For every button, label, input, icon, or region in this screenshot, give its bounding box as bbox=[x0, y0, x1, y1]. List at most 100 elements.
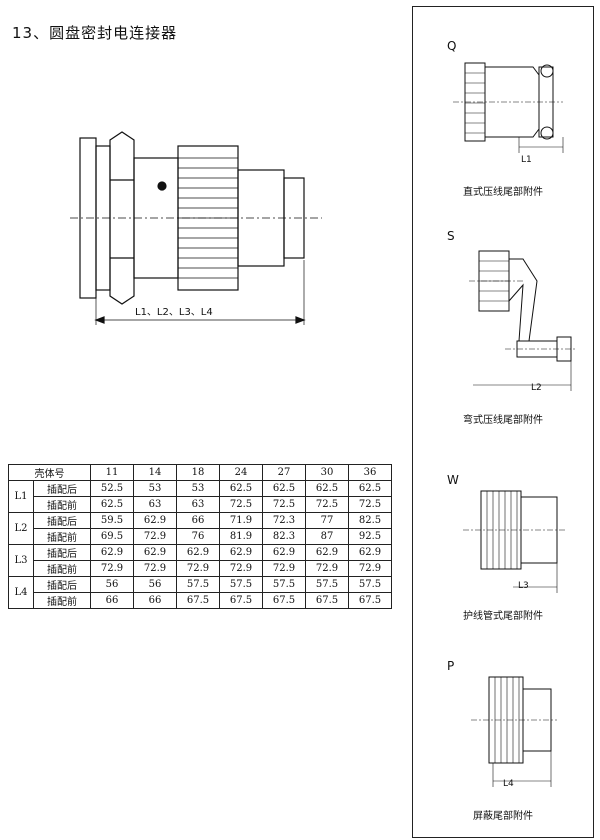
row-label: 插配后 bbox=[33, 544, 91, 561]
table-cell: 72.9 bbox=[219, 560, 263, 577]
table-cell: 62.9 bbox=[305, 544, 349, 561]
dimension-label: L1 bbox=[521, 155, 532, 165]
table-cell: 67.5 bbox=[348, 592, 392, 609]
table-cell: 62.9 bbox=[219, 544, 263, 561]
row-label: 插配前 bbox=[33, 496, 91, 513]
dimension-label: L3 bbox=[518, 581, 529, 591]
table-cell: 57.5 bbox=[219, 576, 263, 593]
figure-caption: 直式压线尾部附件 bbox=[463, 187, 543, 198]
table-cell: 87 bbox=[305, 528, 349, 545]
row-label: 插配后 bbox=[33, 480, 91, 497]
row-label: 插配前 bbox=[33, 528, 91, 545]
size-header: 18 bbox=[176, 464, 220, 481]
table-cell: 62.5 bbox=[90, 496, 134, 513]
figure-caption: 弯式压线尾部附件 bbox=[463, 415, 543, 426]
hex-nut bbox=[109, 131, 135, 305]
table-cell: 63 bbox=[176, 496, 220, 513]
figure-q: Q L1 直式压线尾部附件 bbox=[413, 7, 593, 207]
size-header: 11 bbox=[90, 464, 134, 481]
table-cell: 67.5 bbox=[176, 592, 220, 609]
table-cell: 67.5 bbox=[219, 592, 263, 609]
table-cell: 71.9 bbox=[219, 512, 263, 529]
group-label: L3 bbox=[8, 544, 34, 577]
table-cell: 62.9 bbox=[133, 512, 177, 529]
conduit-accessory-drawing bbox=[463, 490, 565, 593]
figure-letter: P bbox=[447, 659, 455, 673]
row-label: 插配后 bbox=[33, 512, 91, 529]
size-header: 24 bbox=[219, 464, 263, 481]
table-cell: 62.9 bbox=[348, 544, 392, 561]
table-cell: 72.5 bbox=[305, 496, 349, 513]
table-cell: 62.5 bbox=[348, 480, 392, 497]
table-cell: 63 bbox=[133, 496, 177, 513]
table-cell: 72.9 bbox=[133, 528, 177, 545]
table-cell: 76 bbox=[176, 528, 220, 545]
table-cell: 72.5 bbox=[219, 496, 263, 513]
table-cell: 67.5 bbox=[262, 592, 306, 609]
connector-drawing bbox=[70, 131, 322, 325]
figure-w: W L3 护线管式尾部附件 bbox=[413, 461, 593, 631]
page-title: 13、圆盘密封电连接器 bbox=[12, 24, 178, 42]
table-cell: 62.5 bbox=[262, 480, 306, 497]
table-cell: 72.9 bbox=[90, 560, 134, 577]
table-cell: 82.5 bbox=[348, 512, 392, 529]
table-cell: 69.5 bbox=[90, 528, 134, 545]
dimension-label: L2 bbox=[531, 383, 542, 393]
figure-caption: 屏蔽尾部附件 bbox=[473, 811, 533, 822]
table-cell: 66 bbox=[176, 512, 220, 529]
table-cell: 67.5 bbox=[305, 592, 349, 609]
row-label: 插配前 bbox=[33, 592, 91, 609]
size-header: 27 bbox=[262, 464, 306, 481]
table-cell: 62.9 bbox=[90, 544, 134, 561]
table-cell: 53 bbox=[176, 480, 220, 497]
table-cell: 72.9 bbox=[262, 560, 306, 577]
table-cell: 72.9 bbox=[305, 560, 349, 577]
dimension-label: L4 bbox=[503, 779, 514, 789]
table-cell: 62.9 bbox=[133, 544, 177, 561]
figure-s: S L2 弯式压线尾部附件 bbox=[413, 221, 593, 441]
header-label: 壳体号 bbox=[8, 464, 91, 481]
table-cell: 53 bbox=[133, 480, 177, 497]
size-header: 36 bbox=[348, 464, 392, 481]
table-cell: 66 bbox=[90, 592, 134, 609]
group-label: L2 bbox=[8, 512, 34, 545]
shield-accessory-drawing bbox=[471, 676, 557, 787]
figure-letter: S bbox=[447, 229, 455, 243]
size-header: 14 bbox=[133, 464, 177, 481]
table-cell: 81.9 bbox=[219, 528, 263, 545]
table-cell: 66 bbox=[133, 592, 177, 609]
table-cell: 62.9 bbox=[176, 544, 220, 561]
figure-caption: 护线管式尾部附件 bbox=[463, 611, 543, 622]
table-cell: 57.5 bbox=[305, 576, 349, 593]
table-cell: 72.5 bbox=[348, 496, 392, 513]
table-cell: 77 bbox=[305, 512, 349, 529]
row-label: 插配前 bbox=[33, 560, 91, 577]
table-cell: 57.5 bbox=[176, 576, 220, 593]
table-cell: 56 bbox=[90, 576, 134, 593]
table-cell: 72.5 bbox=[262, 496, 306, 513]
rear-shell bbox=[237, 169, 285, 267]
table-cell: 72.9 bbox=[133, 560, 177, 577]
elbow-crimp-accessory-drawing bbox=[469, 250, 577, 391]
table-header-row: 壳体号 11 14 18 24 27 30 36 bbox=[8, 464, 392, 481]
group-label: L4 bbox=[8, 576, 34, 609]
group-label: L1 bbox=[8, 480, 34, 513]
size-header: 30 bbox=[305, 464, 349, 481]
row-label: 插配后 bbox=[33, 576, 91, 593]
table-cell: 59.5 bbox=[90, 512, 134, 529]
table-cell: 57.5 bbox=[262, 576, 306, 593]
table-cell: 52.5 bbox=[90, 480, 134, 497]
table-cell: 56 bbox=[133, 576, 177, 593]
table-cell: 62.5 bbox=[305, 480, 349, 497]
table-cell: 62.5 bbox=[219, 480, 263, 497]
table-cell: 62.9 bbox=[262, 544, 306, 561]
table-cell: 82.3 bbox=[262, 528, 306, 545]
accessories-panel: Q L1 直式压线尾部附件 S bbox=[412, 6, 594, 838]
figure-letter: Q bbox=[447, 39, 457, 53]
figure-letter: W bbox=[447, 473, 459, 487]
